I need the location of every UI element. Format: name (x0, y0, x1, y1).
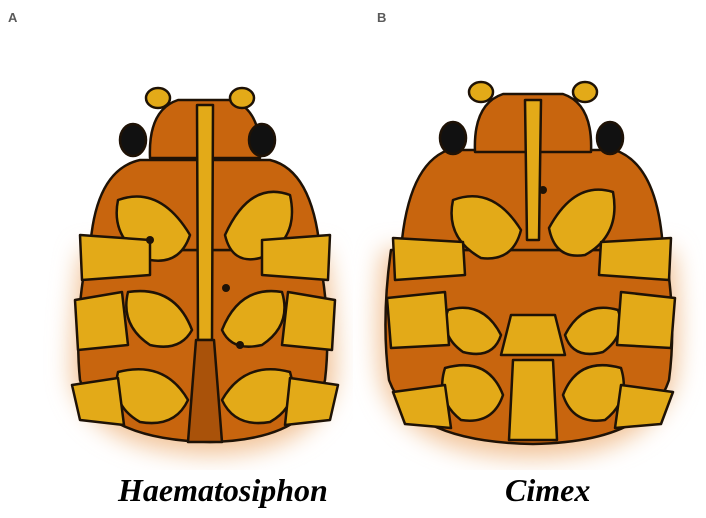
caption-cimex: Cimex (505, 472, 590, 509)
leg-side-right (282, 292, 335, 350)
leg-band-left (80, 235, 150, 280)
leg-band-right (262, 235, 330, 280)
rostrum (197, 105, 213, 340)
leg-side-left (387, 292, 449, 348)
antenna-right (230, 88, 254, 108)
leg-low-right (615, 385, 673, 428)
spiracle (236, 341, 244, 349)
leg-band-left (393, 238, 465, 280)
spiracle (146, 236, 154, 244)
abdomen-midline (509, 360, 557, 440)
spiracle (539, 186, 547, 194)
eye-left (440, 122, 466, 154)
eye-right (597, 122, 623, 154)
leg-low-right (285, 378, 338, 425)
rostrum (525, 100, 541, 240)
leg-low-left (393, 385, 451, 428)
leg-side-right (617, 292, 675, 348)
antenna-left (469, 82, 493, 102)
eye-left (120, 124, 146, 156)
leg-low-left (72, 378, 124, 425)
antenna-right (573, 82, 597, 102)
antenna-left (146, 88, 170, 108)
spiracle (222, 284, 230, 292)
cimex-illustration (353, 0, 706, 470)
leg-side-left (75, 292, 128, 350)
haematosiphon-illustration (0, 0, 353, 470)
leg-band-right (599, 238, 671, 280)
eye-right (249, 124, 275, 156)
sternum-plate (501, 315, 565, 355)
caption-haematosiphon: Haematosiphon (118, 472, 328, 509)
